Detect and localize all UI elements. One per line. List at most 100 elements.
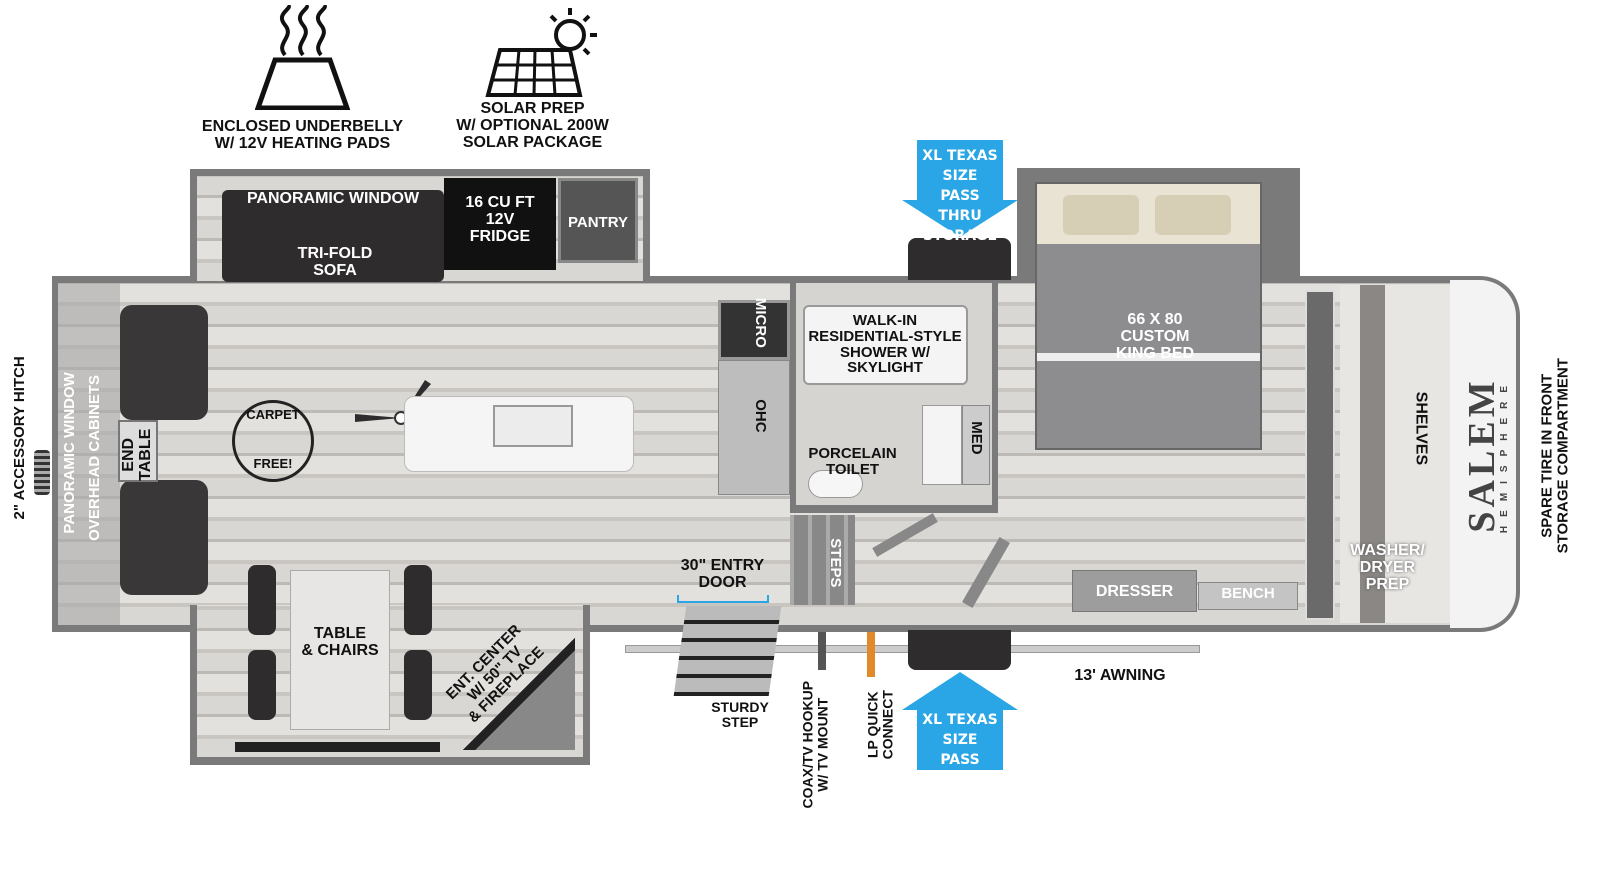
chair: [248, 650, 276, 720]
fridge: [444, 178, 556, 270]
sofa-label-2: SOFA: [313, 261, 357, 279]
dresser: [1072, 570, 1197, 612]
washer-label-1: WASHER/: [1350, 542, 1425, 559]
storage-arrow-bottom: [900, 672, 1020, 772]
washer-label-3: PREP: [1365, 575, 1410, 593]
bench-label: BENCH: [1221, 585, 1275, 602]
hitch-icon: [34, 450, 50, 495]
panoramic-window-slide-label: PANORAMIC WINDOW: [246, 190, 420, 207]
toilet-label-1: PORCELAIN: [808, 445, 897, 462]
recliner-chair-bottom: [120, 480, 208, 595]
bed-label-3: KING BED: [1115, 344, 1195, 362]
fridge-label-3: FRIDGE: [469, 227, 531, 245]
coax-icon: [818, 632, 826, 670]
sturdy-step-label-1: STURDY: [711, 699, 769, 715]
chair: [404, 565, 432, 635]
toilet: [808, 470, 863, 498]
ohc-label: OHC: [751, 399, 769, 433]
carpet-free-badge: CARPET FREE!: [232, 400, 314, 482]
heated-underbelly-icon: [254, 3, 351, 111]
medicine-cabinet: [962, 405, 990, 485]
pantry-label: PANTRY: [568, 214, 628, 231]
logo-brand: SALEM: [1461, 377, 1503, 533]
logo-sub: HEMISPHERE: [1499, 376, 1510, 534]
entry-door-label-1: 30" ENTRY: [680, 557, 765, 574]
texas-storage-bottom: [908, 630, 1011, 670]
storage-bottom-label-2: PASS THRU: [938, 752, 982, 788]
steps-label: STEPS: [826, 538, 844, 588]
solar-line2: W/ OPTIONAL 200W: [456, 116, 609, 134]
sturdy-step: [673, 606, 782, 696]
end-table-label-2: TABLE: [137, 428, 154, 481]
dresser-label: DRESSER: [1095, 583, 1174, 600]
micro-label: MICRO: [751, 297, 769, 348]
texas-storage-top: [908, 238, 1011, 280]
chair: [404, 650, 432, 720]
salem-hemisphere-logo: SALEM HEMISPHERE: [1461, 340, 1515, 570]
ent-center: [455, 620, 575, 750]
end-table-label-1: END: [120, 437, 138, 472]
overhead-cabinet: [718, 360, 790, 495]
pillow: [1063, 195, 1139, 235]
table-label-1: TABLE: [313, 625, 367, 642]
solar-line1: SOLAR PREP: [480, 100, 585, 117]
storage-top-label-1: XL TEXAS SIZE: [922, 148, 998, 184]
storage-bottom-label-3: STORAGE: [922, 792, 998, 808]
wardrobe: [1305, 290, 1335, 620]
window-bottom: [235, 742, 440, 752]
front-cap: [1450, 280, 1516, 628]
sink: [493, 405, 573, 447]
free-label: FREE!: [253, 456, 293, 471]
recliner-chair-top: [120, 305, 208, 420]
awning-label: 13' AWNING: [1074, 667, 1166, 684]
coax-label-2: W/ TV MOUNT: [814, 697, 830, 792]
lp-connect-icon: [867, 632, 875, 677]
carpet-label: CARPET: [246, 407, 300, 422]
fridge-label-2: 12V: [485, 210, 515, 228]
overhead-cabinets-label: OVERHEAD CABINETS: [86, 374, 104, 541]
lp-label-1: LP QUICK: [864, 691, 881, 759]
underbelly-line2: W/ 12V HEATING PADS: [214, 134, 391, 152]
sturdy-step-label-2: STEP: [721, 713, 759, 730]
shower-label-4: SKYLIGHT: [847, 359, 923, 377]
med-label: MED: [967, 421, 985, 455]
bed-label-2: CUSTOM: [1120, 327, 1190, 345]
bed-label-1: 66 X 80: [1127, 311, 1183, 328]
dinette-table: [290, 570, 390, 730]
spare-tire-label-1: SPARE TIRE IN FRONT: [1538, 373, 1556, 538]
shower: [803, 305, 968, 385]
table-label-2: & CHAIRS: [301, 641, 379, 659]
underbelly-line1: ENCLOSED UNDERBELLY: [201, 118, 404, 135]
microwave: [718, 300, 790, 360]
closet: [1340, 285, 1450, 623]
spare-tire-label-2: STORAGE COMPARTMENT: [1554, 358, 1571, 554]
shelves-label: SHELVES: [1412, 391, 1430, 466]
bath-sink: [922, 405, 962, 485]
toilet-label-2: TOILET: [825, 460, 880, 478]
shower-label-1: WALK-IN: [852, 312, 918, 329]
coax-label-1: COAX/TV HOOKUP: [799, 680, 816, 809]
pillow: [1155, 195, 1231, 235]
sofa-label-1: TRI-FOLD: [297, 245, 373, 262]
lp-label-2: CONNECT: [879, 690, 895, 760]
storage-arrow-top: [900, 140, 1020, 240]
end-table: [118, 420, 158, 482]
steps: [790, 515, 855, 605]
panoramic-window-front-label: PANORAMIC WINDOW: [61, 372, 79, 534]
chair: [248, 565, 276, 635]
hitch-label: 2" ACCESSORY HITCH: [11, 356, 29, 520]
solar-line3: SOLAR PACKAGE: [462, 133, 603, 151]
pantry: [558, 178, 638, 263]
bench: [1198, 582, 1298, 610]
storage-bottom-label-1: XL TEXAS SIZE: [922, 712, 998, 748]
storage-top-label-2: PASS THRU: [938, 188, 982, 224]
solar-panel-icon: [485, 5, 605, 100]
front-cabinets: [58, 283, 120, 625]
storage-top-label-3: STORAGE: [922, 228, 998, 244]
washer-label-2: DRYER: [1359, 558, 1416, 576]
entry-door-label-2: DOOR: [698, 573, 747, 591]
shower-label-3: SHOWER W/: [840, 343, 930, 361]
footprint-icon: [235, 422, 311, 456]
fridge-label-1: 16 CU FT: [465, 194, 535, 211]
entry-door-marker: [677, 595, 769, 603]
